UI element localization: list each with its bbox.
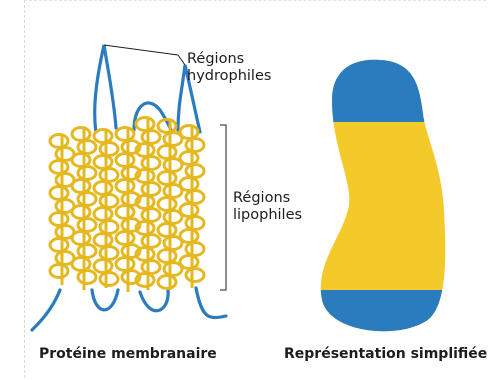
helix-turn (186, 217, 204, 230)
helix-turn (116, 206, 134, 219)
helix-turn (78, 167, 96, 180)
helix-turn (180, 230, 198, 243)
helix-turn (78, 271, 96, 284)
helix-5 (136, 118, 160, 291)
helix-turn (186, 139, 204, 152)
helix-turn (180, 178, 198, 191)
helix-turn (158, 198, 176, 211)
simplified-hydrophilic-top (300, 50, 470, 122)
caption-membrane-protein: Protéine membranaire (39, 346, 217, 362)
helix-turn (78, 141, 96, 154)
label-lipophilic-line2: lipophiles (233, 207, 302, 224)
hydrophiles-pointer (104, 45, 185, 65)
hydrophilic-loop-top-left (95, 45, 116, 132)
helix-turn (116, 180, 134, 193)
helix-turn (186, 191, 204, 204)
label-lipophilic-regions: Régions lipophiles (233, 190, 302, 224)
helix-turn (116, 154, 134, 167)
hydrophilic-loop-bottom-right (196, 288, 226, 318)
simplified-shape (300, 50, 470, 350)
helix-turn (100, 247, 118, 260)
helix-turn (158, 146, 176, 159)
helix-turn (72, 154, 90, 167)
helix-turn (180, 204, 198, 217)
label-hydrophilic-line2: hydrophiles (187, 68, 271, 85)
helix-turn (94, 156, 112, 169)
helix-turn (186, 243, 204, 256)
helix-turn (142, 157, 160, 170)
helix-turn (50, 187, 68, 200)
hydrophilic-loop-bottom-left (32, 290, 60, 330)
helix-turn (94, 234, 112, 247)
helix-turn (158, 250, 176, 263)
helix-turn (94, 260, 112, 273)
helix-2 (72, 128, 96, 291)
helix-turn (142, 261, 160, 274)
helix-turn (100, 143, 118, 156)
helix-turn (180, 256, 198, 269)
helix-turn (78, 245, 96, 258)
helix-turn (50, 239, 68, 252)
helix-turn (100, 221, 118, 234)
helix-turn (116, 128, 134, 141)
helix-turn (72, 232, 90, 245)
helix-turn (142, 183, 160, 196)
helix-turn (100, 273, 118, 286)
helix-turn (116, 232, 134, 245)
helix-turn (72, 258, 90, 271)
helix-turn (116, 258, 134, 271)
helix-turn (180, 126, 198, 139)
helix-turn (142, 209, 160, 222)
helix-turn (100, 169, 118, 182)
helix-turn (50, 265, 68, 278)
helix-turn (158, 172, 176, 185)
helix-7 (180, 126, 204, 289)
helix-turn (78, 219, 96, 232)
hydrophilic-loop-bottom-mid2 (140, 290, 168, 311)
helix-turn (50, 213, 68, 226)
hydrophilic-loop-bottom-mid1 (92, 290, 118, 310)
lipophilic-helices (50, 118, 204, 293)
simplified-hydrophilic-bottom (300, 290, 470, 350)
helix-turn (142, 131, 160, 144)
helix-1 (50, 135, 74, 286)
helix-turn (142, 235, 160, 248)
helix-turn (136, 118, 154, 131)
helix-turn (100, 195, 118, 208)
label-lipophilic-line1: Régions (233, 190, 302, 207)
helix-turn (158, 224, 176, 237)
helix-turn (50, 161, 68, 174)
helix-3 (94, 130, 118, 289)
helix-turn (94, 182, 112, 195)
helix-turn (72, 180, 90, 193)
helix-turn (180, 152, 198, 165)
helix-turn (94, 130, 112, 143)
helix-turn (158, 276, 176, 289)
helix-turn (72, 128, 90, 141)
helix-6 (158, 120, 182, 291)
helix-turn (186, 269, 204, 282)
caption-simplified-representation: Représentation simplifiée (284, 346, 487, 362)
helix-turn (94, 208, 112, 221)
helix-turn (78, 193, 96, 206)
label-hydrophilic-regions: Régions hydrophiles (187, 51, 271, 85)
helix-turn (186, 165, 204, 178)
helix-turn (72, 206, 90, 219)
label-hydrophilic-line1: Régions (187, 51, 271, 68)
lipophiles-bracket (220, 125, 226, 290)
helix-turn (50, 135, 68, 148)
